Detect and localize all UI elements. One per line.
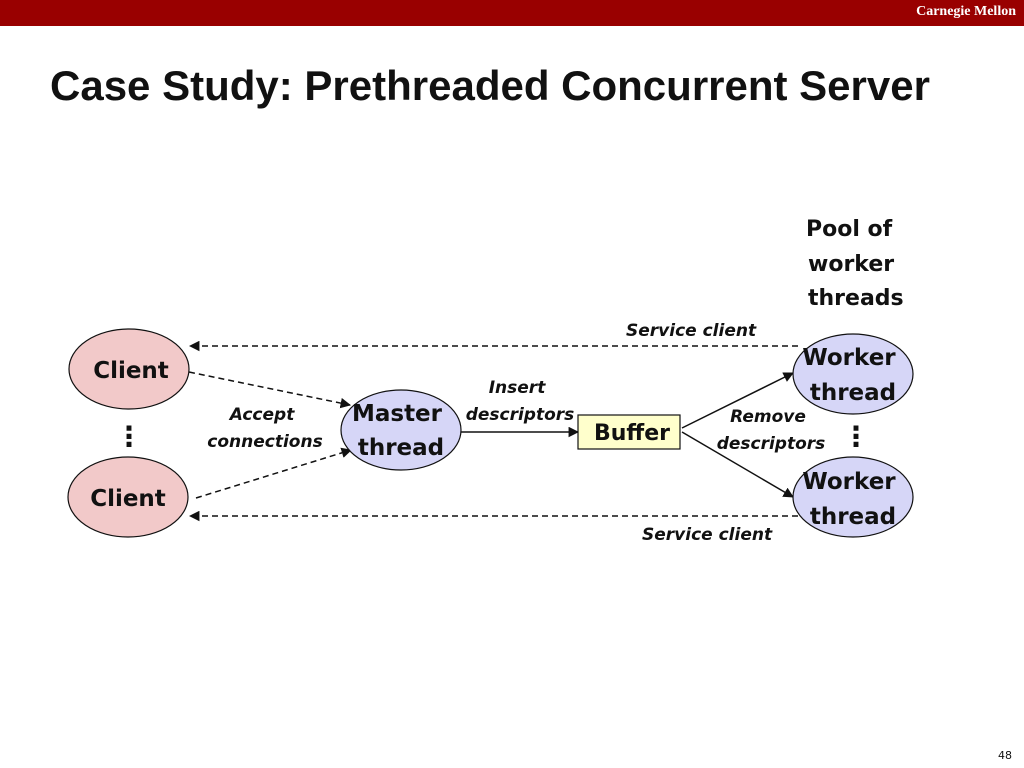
worker-thread-node-bottom	[792, 456, 914, 538]
client-label-bottom: Client	[90, 486, 166, 512]
edge-label-remove-line-1: Remove	[730, 407, 806, 427]
edge-label-insert: Insert descriptors	[466, 378, 575, 425]
edge-label-accept-line-1: Accept	[228, 405, 295, 425]
pool-label-line-3: threads	[808, 286, 904, 311]
master-thread-label-line-1: Master	[352, 401, 443, 427]
pool-label: Pool of worker threads	[806, 217, 904, 311]
buffer-label: Buffer	[594, 421, 670, 446]
worker-thread-label-bottom-line-2: thread	[810, 504, 896, 530]
workers-ellipsis: ⋮	[842, 420, 870, 453]
client-node-top	[68, 328, 190, 410]
master-thread-label-line-2: thread	[358, 435, 444, 461]
master-thread-node	[340, 389, 462, 471]
page-number: 48	[998, 749, 1012, 762]
worker-thread-label-bottom: Worker thread	[802, 469, 903, 530]
worker-thread-label-top-line-1: Worker	[802, 345, 896, 371]
worker-thread-label-top-line-2: thread	[810, 380, 896, 406]
worker-thread-label-bottom-line-1: Worker	[802, 469, 896, 495]
edge-label-accept-line-2: connections	[207, 432, 322, 452]
edge-label-remove: Remove descriptors	[717, 407, 826, 454]
edge-remove-top	[681, 372, 794, 429]
pool-label-line-2: worker	[808, 252, 894, 277]
edge-label-service-bottom: Service client	[642, 525, 773, 545]
clients-ellipsis: ⋮	[115, 420, 143, 453]
brand-label: Carnegie Mellon	[916, 4, 1016, 19]
client-node-bottom	[67, 456, 189, 538]
worker-thread-label-top: Worker thread	[802, 345, 903, 406]
header-bar: Carnegie Mellon	[0, 0, 1024, 26]
client-label-top: Client	[93, 358, 169, 384]
edge-remove-bottom	[681, 431, 794, 498]
edge-label-insert-line-2: descriptors	[466, 405, 575, 425]
edge-accept-bottom	[195, 447, 353, 499]
edge-label-remove-line-2: descriptors	[717, 434, 826, 454]
edge-label-insert-line-1: Insert	[489, 378, 546, 398]
pool-label-line-1: Pool of	[806, 217, 893, 242]
edge-label-accept: Accept connections	[207, 405, 322, 452]
worker-thread-node-top	[792, 333, 914, 415]
edge-accept-top	[188, 371, 352, 409]
master-thread-label: Master thread	[352, 401, 450, 461]
buffer-node	[577, 414, 681, 450]
edge-label-service-top: Service client	[626, 321, 757, 341]
slide-title: Case Study: Prethreaded Concurrent Serve…	[50, 62, 930, 109]
